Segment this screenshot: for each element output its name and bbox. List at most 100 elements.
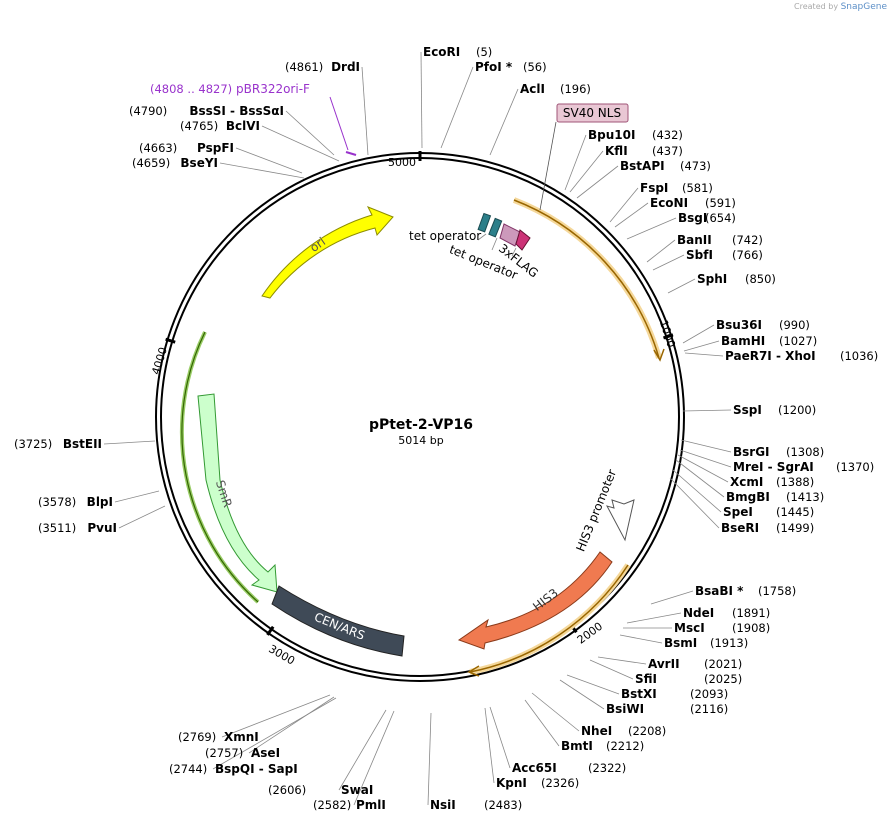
restriction-site[interactable]: FspI(581): [640, 181, 713, 195]
restriction-site[interactable]: NdeI(1891): [683, 606, 770, 620]
restriction-site[interactable]: BstXI(2093): [621, 687, 728, 701]
restriction-site[interactable]: EcoRI(5): [423, 45, 492, 59]
restriction-site[interactable]: BmgBI(1413): [726, 490, 824, 504]
restriction-site[interactable]: BspQI - SapI(2744): [169, 762, 298, 776]
site-leader-line: [576, 165, 619, 199]
site-leader-line: [285, 110, 335, 156]
site-name: BseYI: [180, 156, 218, 170]
credit-brand: SnapGene: [840, 2, 887, 12]
feature-tet-operators[interactable]: 3xFLAG tet operator tet operator: [409, 212, 541, 282]
restriction-site[interactable]: DrdI(4861): [285, 60, 360, 74]
restriction-site[interactable]: SphI(850): [697, 272, 776, 286]
restriction-site[interactable]: BsrGI (1308): [733, 445, 824, 459]
restriction-site[interactable]: BseYI(4659): [132, 156, 218, 170]
restriction-site[interactable]: XcmI(1388): [730, 475, 814, 489]
restriction-site[interactable]: PmlI(2582): [313, 798, 386, 812]
restriction-site[interactable]: KpnI(2326): [496, 776, 579, 790]
restriction-site[interactable]: NheI(2208): [581, 724, 666, 738]
restriction-site[interactable]: PfoI *(56): [475, 60, 547, 74]
restriction-site[interactable]: XmnI(2769): [178, 730, 259, 744]
site-position: (4790): [129, 104, 167, 118]
site-position: (1308): [786, 445, 824, 459]
site-name: PspFI: [197, 141, 234, 155]
restriction-site[interactable]: BssSI - BssSαI(4790): [129, 104, 284, 118]
site-leader-line: [440, 66, 474, 149]
restriction-site[interactable]: Bsu36I(990): [716, 318, 810, 332]
site-leader-line: [684, 352, 724, 357]
site-position: (1036): [840, 349, 878, 363]
site-name: BsrGI: [733, 445, 770, 459]
restriction-site[interactable]: SbfI(766): [686, 248, 763, 262]
site-name: NsiI: [430, 798, 456, 812]
site-name: EcoNI: [650, 196, 688, 210]
primer-name: pBR322ori-F: [236, 82, 310, 96]
site-name: BstAPI: [620, 159, 665, 173]
site-position: (432): [652, 128, 683, 142]
restriction-site[interactable]: BstAPI(473): [620, 159, 711, 173]
restriction-site[interactable]: SspI (1200): [733, 403, 816, 417]
tick-label: 1000: [657, 319, 678, 350]
restriction-site[interactable]: EcoNI(591): [650, 196, 736, 210]
site-position: (2021): [704, 657, 742, 671]
restriction-site[interactable]: KflI(437): [605, 144, 683, 158]
site-leader-line: [652, 254, 685, 271]
restriction-site[interactable]: AvrII(2021): [648, 657, 742, 671]
site-leader-line: [235, 147, 303, 174]
site-position: (1499): [776, 521, 814, 535]
site-name: PmlI: [356, 798, 386, 812]
feature-cen-ars[interactable]: CEN/ARS: [271, 585, 405, 657]
restriction-site[interactable]: Acc65I(2322): [512, 761, 626, 775]
primer-range: (4808 .. 4827): [150, 82, 232, 96]
restriction-site[interactable]: PspFI(4663): [139, 141, 234, 155]
site-leader-line: [614, 202, 649, 228]
site-position: (1027): [779, 334, 817, 348]
restriction-site[interactable]: SwaI(2606): [268, 783, 373, 797]
primer-pbr322ori-f[interactable]: (4808 .. 4827) pBR322ori-F: [150, 82, 357, 156]
site-name: BamHI: [721, 334, 765, 348]
restriction-site[interactable]: BstEII(3725): [14, 437, 102, 451]
restriction-site[interactable]: BanII (742): [677, 233, 763, 247]
restriction-site[interactable]: BsaBI *(1758): [695, 584, 796, 598]
site-position: (1913): [710, 636, 748, 650]
tick-mark: [663, 333, 674, 340]
restriction-site[interactable]: BsmI(1913): [664, 636, 748, 650]
site-name: BclVI: [226, 119, 260, 133]
feature-label-sv40-nls: SV40 NLS: [563, 106, 621, 120]
restriction-site[interactable]: BlpI(3578): [38, 495, 113, 509]
restriction-site[interactable]: BclVI(4765): [180, 119, 260, 133]
site-position: (2757): [205, 746, 243, 760]
site-position: (2769): [178, 730, 216, 744]
feature-smr[interactable]: SmR: [197, 393, 278, 593]
restriction-site[interactable]: Bpu10I(432): [588, 128, 683, 142]
feature-sv40-nls[interactable]: SV40 NLS: [539, 103, 629, 211]
feature-ori[interactable]: ori: [261, 206, 394, 299]
restriction-site[interactable]: MscI(1908): [674, 621, 770, 635]
site-name: SfiI: [635, 672, 657, 686]
site-name: NheI: [581, 724, 612, 738]
site-leader-line: [672, 469, 722, 513]
site-leader-line: [680, 439, 732, 453]
restriction-site[interactable]: AclI(196): [520, 82, 591, 96]
restriction-site[interactable]: BseRI(1499): [721, 521, 814, 535]
restriction-site[interactable]: NsiI(2483): [430, 798, 522, 812]
restriction-site[interactable]: BsiWI(2116): [606, 702, 728, 716]
site-leader-lines: [103, 51, 732, 806]
restriction-site[interactable]: BamHI (1027): [721, 334, 817, 348]
site-leader-line: [626, 612, 682, 624]
site-leader-line: [338, 709, 387, 791]
feature-his3-promoter[interactable]: HIS3 promoter: [573, 467, 635, 554]
site-position: (742): [732, 233, 763, 247]
site-name: BlpI: [87, 495, 113, 509]
restriction-site[interactable]: PvuI(3511): [38, 521, 117, 535]
site-position: (1200): [778, 403, 816, 417]
restriction-site[interactable]: AseI(2757): [205, 746, 280, 760]
site-position: (1908): [732, 621, 770, 635]
restriction-site[interactable]: SpeI(1445): [723, 505, 814, 519]
restriction-site[interactable]: BsgI(654): [678, 211, 736, 225]
restriction-site[interactable]: SfiI(2025): [635, 672, 742, 686]
site-name: BanII: [677, 233, 712, 247]
restriction-site[interactable]: PaeR7I - XhoI(1036): [725, 349, 878, 363]
restriction-site[interactable]: BmtI(2212): [561, 739, 644, 753]
restriction-site[interactable]: MreI - SgrAI(1370): [733, 460, 874, 474]
site-name: SspI: [733, 403, 762, 417]
